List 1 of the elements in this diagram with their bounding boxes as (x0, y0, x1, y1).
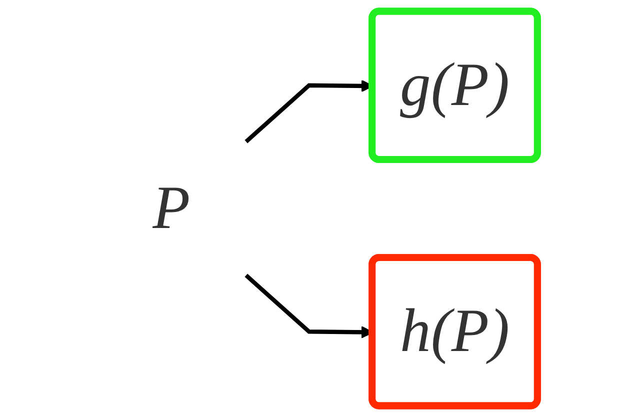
node-text: P (152, 174, 190, 242)
